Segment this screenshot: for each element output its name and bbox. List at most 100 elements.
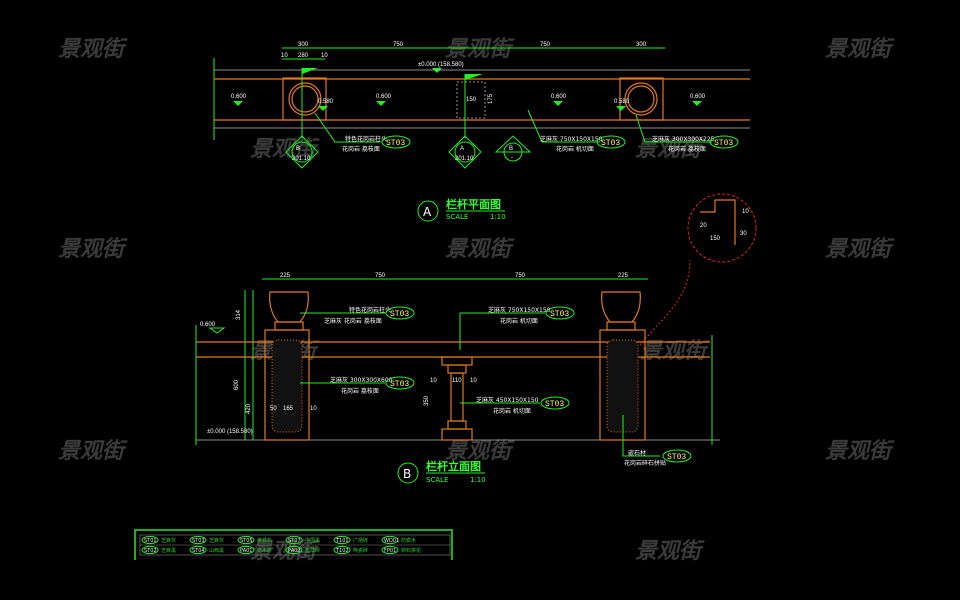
dim-label: 750 xyxy=(515,273,526,279)
section-mark-label: - xyxy=(511,155,513,161)
view-title: 栏杆立面图 xyxy=(426,459,481,473)
note-text: 花岗岩 机切面 xyxy=(493,407,531,415)
plan-view: 300 750 750 300 10 280 10 ±0.000 (158.58… xyxy=(213,42,750,222)
legend-code-badge xyxy=(141,545,159,555)
legend-description: 芝麻黑 xyxy=(161,547,176,554)
dim-label: 225 xyxy=(618,273,629,279)
legend-code-badge xyxy=(381,545,399,555)
dim-label: 20 xyxy=(700,223,707,229)
dim-label: 30 xyxy=(740,231,747,237)
material-tag: ST03 xyxy=(601,139,620,148)
dim-label: 314 xyxy=(236,309,242,320)
note-text: 嵌石材 xyxy=(628,449,646,457)
dim-label: 50 xyxy=(270,406,277,412)
dim-label: 10 xyxy=(430,378,437,384)
material-tag: ST03 xyxy=(714,139,733,148)
note-text: 芝麻灰 300X300X225 xyxy=(652,135,715,143)
legend-code-badge xyxy=(285,545,303,555)
legend-description: 中国黑 xyxy=(305,537,320,544)
watermark: 景观街 xyxy=(635,137,705,162)
legend-code: PA02 xyxy=(288,548,300,554)
section-mark-label: 201.10 xyxy=(292,156,311,162)
dim-label: 10 xyxy=(470,378,477,384)
dim-label: 110 xyxy=(452,378,462,384)
level-label: 0.600 xyxy=(200,322,216,328)
level-label: 0.580 xyxy=(614,99,630,105)
plan-notes: 特色花岗岩柱头 花岗岩 荔枝面 ST03 芝麻灰 750X150X150 花岗岩… xyxy=(314,109,739,153)
legend-description: 芝麻灰 xyxy=(209,537,224,544)
level-label: 0.600 xyxy=(690,94,706,100)
dim-label: 600 xyxy=(234,379,240,390)
legend-code: ST02 xyxy=(144,548,157,554)
watermark: 景观街 xyxy=(825,37,895,62)
legend-code-badge xyxy=(237,535,255,545)
note-text: 花岗岩 机切面 xyxy=(556,145,594,153)
scale-value: 1:10 xyxy=(470,476,486,484)
dim-label: 165 xyxy=(283,406,294,412)
watermark: 景观街 xyxy=(825,439,895,464)
legend-description: 山西黑 xyxy=(209,547,224,554)
level-label: 0.600 xyxy=(231,94,247,100)
legend-code: ST01 xyxy=(144,538,157,544)
level-markers: 0.600 0.580 0.600 0.600 0.580 0.600 xyxy=(231,94,706,111)
dim-label: 175 xyxy=(488,93,494,104)
legend-description: 透水砖 xyxy=(257,547,272,554)
legend-description: 广场砖 xyxy=(353,537,368,544)
legend-code: WD01 xyxy=(384,538,399,544)
legend-code: T101 xyxy=(335,538,349,544)
legend-code: PA01 xyxy=(240,548,252,554)
note-text: 特色花岗岩柱头 xyxy=(349,306,391,314)
plan-title: A 栏杆平面图 SCALE 1:10 xyxy=(417,197,506,222)
dim-label: 750 xyxy=(393,42,404,48)
legend-code: FP01 xyxy=(384,548,396,554)
material-tag: ST03 xyxy=(667,453,686,462)
legend-code-badge xyxy=(333,545,351,555)
note-text: 特色花岗岩柱头 xyxy=(345,135,387,143)
section-marks[interactable]: B 201.10 A 201.10 B - xyxy=(285,68,532,169)
level-label: 0.600 xyxy=(376,94,392,100)
legend-description: 卵石拼花 xyxy=(401,547,421,554)
legend-code-badge xyxy=(285,535,303,545)
watermark: 景观街 xyxy=(445,439,515,464)
note-text: 芝麻灰 750X150X150 xyxy=(540,135,603,143)
elevation-label: ±0.000 (158.580) xyxy=(418,62,464,68)
dim-label: 750 xyxy=(540,42,551,48)
view-marker: B xyxy=(403,467,411,481)
legend-code: T102 xyxy=(335,548,349,554)
legend-description: 陶瓷砖 xyxy=(353,547,368,554)
watermark: 景观街 xyxy=(640,339,710,364)
watermark: 景观街 xyxy=(58,37,128,62)
dim-label: 350 xyxy=(424,395,430,406)
legend-description: 防腐木 xyxy=(401,537,416,544)
level-label: ±0.000 (158.580) xyxy=(207,429,253,435)
dim-label: 10 xyxy=(742,209,749,215)
dim-label: 150 xyxy=(710,236,721,242)
note-text: 花岗岩 荔枝面 xyxy=(341,387,379,395)
material-tag: ST03 xyxy=(390,310,409,319)
watermark: 景观街 xyxy=(825,237,895,262)
dim-label: 225 xyxy=(280,273,291,279)
note-text: 芝麻灰 750X150X150 xyxy=(488,306,551,314)
elevation-title: B 栏杆立面图 SCALE 1:10 xyxy=(397,459,486,484)
material-tag: ST03 xyxy=(386,139,405,148)
note-text: 花岗岩碎石拼贴 xyxy=(624,459,666,467)
dim-label: 300 xyxy=(298,42,309,48)
dim-label: 150 xyxy=(466,97,477,103)
legend-code-badge xyxy=(333,535,351,545)
dim-label: 10 xyxy=(310,406,317,412)
legend-description: 芝麻灰 xyxy=(161,537,176,544)
watermark: 景观街 xyxy=(58,439,128,464)
section-mark-label: B xyxy=(509,146,513,152)
watermark: 景观街 xyxy=(250,137,320,162)
watermark: 景观街 xyxy=(635,539,705,564)
legend-code: ST03 xyxy=(192,538,205,544)
dim-label: 280 xyxy=(298,53,309,59)
watermark: 景观街 xyxy=(445,37,515,62)
note-text: 芝麻灰 300X300X600 xyxy=(330,376,393,384)
legend-code-badge xyxy=(141,535,159,545)
legend-code-badge xyxy=(381,535,399,545)
material-tag: ST03 xyxy=(545,400,564,409)
scale-label: SCALE xyxy=(446,213,468,221)
level-label: 0.600 xyxy=(551,94,567,100)
